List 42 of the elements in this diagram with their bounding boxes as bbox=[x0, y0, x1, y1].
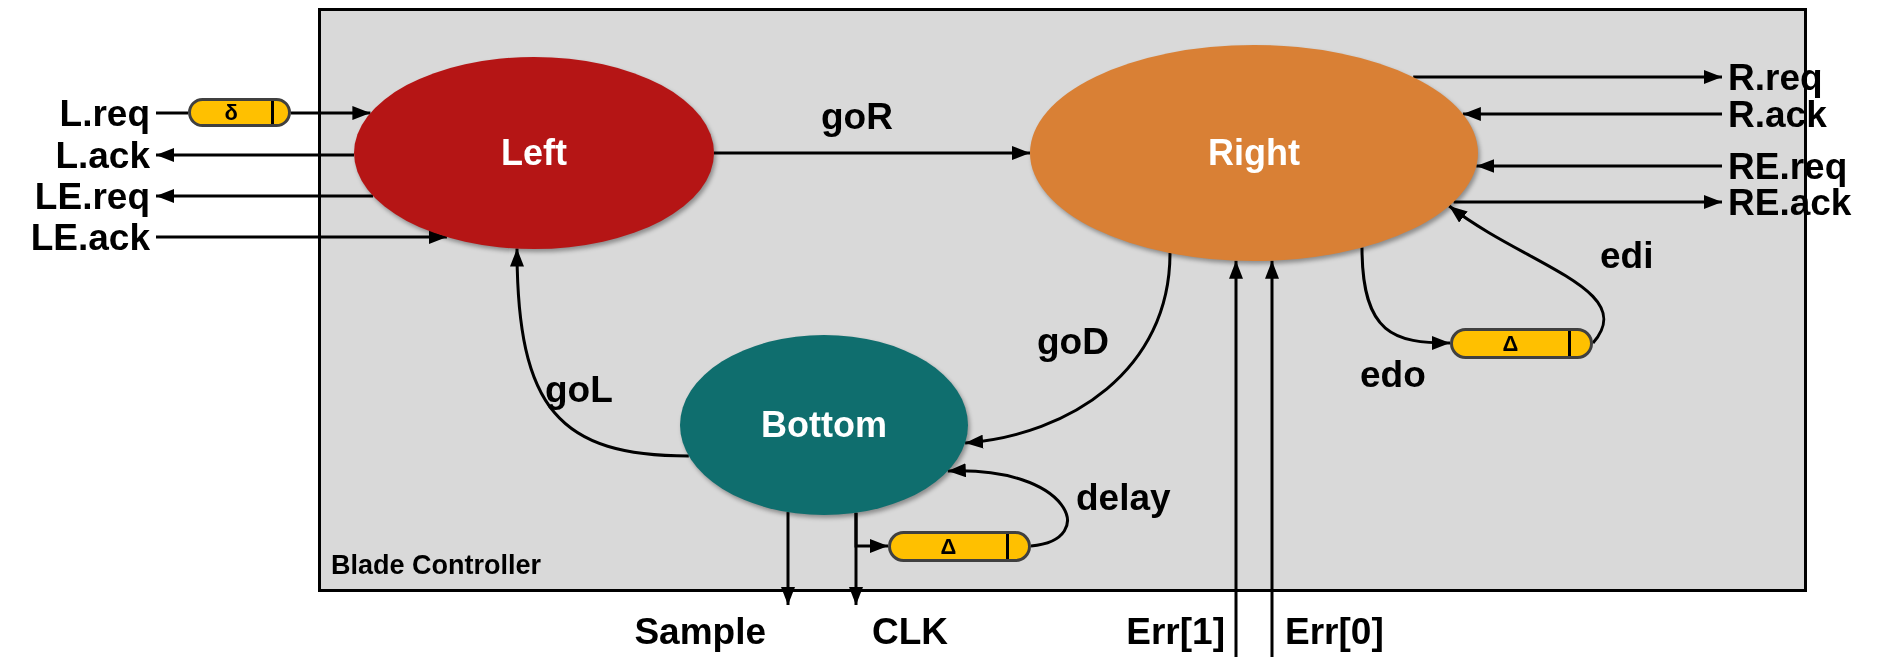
arrow bbox=[291, 106, 371, 120]
edge-label: goL bbox=[545, 371, 613, 408]
edge-label: goD bbox=[1037, 323, 1109, 360]
arrow bbox=[156, 148, 354, 162]
frame-title: Blade Controller bbox=[331, 550, 542, 580]
arrow bbox=[714, 146, 1030, 160]
state-label: Bottom bbox=[761, 407, 887, 443]
edge-label: goR bbox=[821, 98, 893, 135]
signal-label: Err[0] bbox=[1285, 612, 1384, 650]
state-label: Left bbox=[501, 135, 567, 171]
arrow bbox=[156, 189, 374, 203]
arrow bbox=[947, 464, 1069, 548]
delay-symbol: δ bbox=[224, 101, 238, 124]
arrow bbox=[1360, 247, 1451, 350]
edge-label: delay bbox=[1076, 479, 1171, 516]
arrow bbox=[1229, 260, 1243, 657]
signal-label: Sample bbox=[634, 612, 766, 650]
arrow bbox=[1462, 107, 1722, 121]
arrow bbox=[1448, 204, 1606, 344]
arrow bbox=[854, 512, 888, 553]
arrow bbox=[156, 230, 447, 244]
arrow bbox=[510, 248, 689, 458]
signal-label: CLK bbox=[872, 612, 949, 650]
edge-label: edo bbox=[1360, 356, 1426, 393]
delay-element bbox=[188, 98, 291, 127]
arrow bbox=[1413, 70, 1722, 84]
signal-label: L.ack bbox=[55, 136, 150, 174]
signal-label: Err[1] bbox=[1126, 612, 1225, 650]
arrow bbox=[1453, 195, 1722, 209]
arrow bbox=[1265, 260, 1279, 657]
arrow bbox=[1476, 159, 1722, 173]
signal-label: L.req bbox=[59, 94, 150, 132]
delay-symbol: Δ bbox=[1502, 332, 1519, 355]
delay-element bbox=[888, 531, 1031, 562]
delay-element bbox=[1450, 328, 1593, 359]
signal-label: LE.req bbox=[34, 177, 150, 215]
arrow bbox=[964, 253, 1172, 448]
arrow bbox=[781, 512, 795, 605]
signal-label: LE.ack bbox=[30, 218, 150, 256]
state-label: Right bbox=[1208, 135, 1300, 171]
edge-label: edi bbox=[1600, 237, 1654, 274]
delay-symbol: Δ bbox=[940, 535, 957, 558]
